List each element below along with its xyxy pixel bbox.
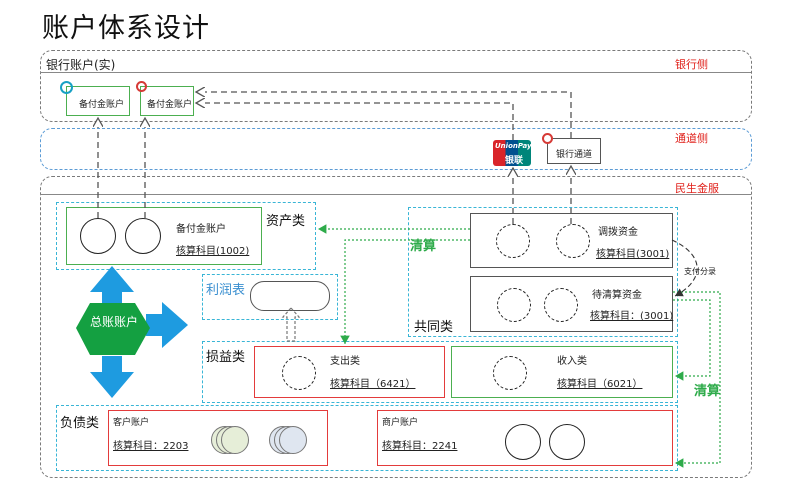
bank-logo-icon-2 [136,81,147,92]
asset-category: 资产类 [266,214,306,229]
asset-circle-2 [125,218,161,254]
pending-code: 核算科目：(3001) [590,311,674,322]
bank-channel-label: 银行通道 [556,150,593,160]
liability-group [56,405,678,471]
pnl-category: 损益类 [206,350,246,365]
allocate-code: 核算科目(3001) [596,249,670,260]
clearing-label-top: 清算 [410,239,437,254]
pending-circle-1 [497,288,531,322]
bank-zone-label: 银行侧 [675,58,708,71]
bank-account-2-label: 备付金账户 [147,100,193,110]
allocate-circle-1 [496,224,530,258]
income-box[interactable] [451,346,673,398]
asset-group [56,202,316,270]
merchant-circle-2 [549,424,585,460]
customer-code: 核算科目：2203 [113,441,189,452]
asset-name: 备付金账户 [176,224,226,235]
pending-name: 待清算资金 [592,290,642,301]
bank-channel-logo-icon [542,133,553,144]
profit-category: 利润表 [206,283,246,298]
common-category: 共同类 [414,320,454,335]
income-circle [493,356,527,390]
profit-group [202,274,338,320]
minsheng-zone-divider [40,194,751,195]
customer-coin-6 [279,426,307,454]
asset-circle-1 [80,218,116,254]
allocate-name: 调拨资金 [598,227,638,238]
merchant-code: 核算科目：2241 [382,441,458,452]
allocate-circle-2 [556,224,590,258]
income-name: 收入类 [557,356,587,367]
customer-name: 客户账户 [113,418,150,428]
unionpay-logo-icon: UnionPay 银联 [493,140,532,166]
merchant-name: 商户账户 [382,418,419,428]
bank-zone-sublabel: 银行账户(实) [46,58,116,72]
expense-circle [282,356,316,390]
split-note: 支付分录 [684,267,716,276]
bank-account-1[interactable]: 备付金账户 [66,86,130,116]
bank-account-1-label: 备付金账户 [79,100,125,110]
common-group [408,207,678,337]
asset-code: 核算科目(1002) [176,246,250,257]
merchant-circle-1 [505,424,541,460]
clearing-label-right: 清算 [694,384,721,399]
unionpay-logo-top: UnionPay [495,142,532,150]
customer-coin-3 [221,426,249,454]
bank-zone-divider [40,72,751,73]
ledger-label: 总账账户 [90,315,139,329]
expense-code: 核算科目（6421） [330,379,416,390]
bank-account-2[interactable]: 备付金账户 [140,86,194,116]
income-code: 核算科目（6021） [557,379,643,390]
unionpay-logo-bottom: 银联 [505,156,524,166]
bank-zone [40,50,752,122]
expense-name: 支出类 [330,356,360,367]
liability-category: 负债类 [60,416,100,431]
channel-zone-label: 通道侧 [675,132,708,145]
page-title: 账户体系设计 [42,13,210,44]
pending-circle-2 [544,288,578,322]
minsheng-zone-label: 民生金服 [675,182,719,195]
bank-logo-icon-1 [60,81,73,94]
bank-channel-box[interactable]: 银行通道 [547,138,601,164]
channel-zone [40,128,752,170]
profit-pill[interactable] [250,281,330,311]
minsheng-zone [40,176,752,478]
